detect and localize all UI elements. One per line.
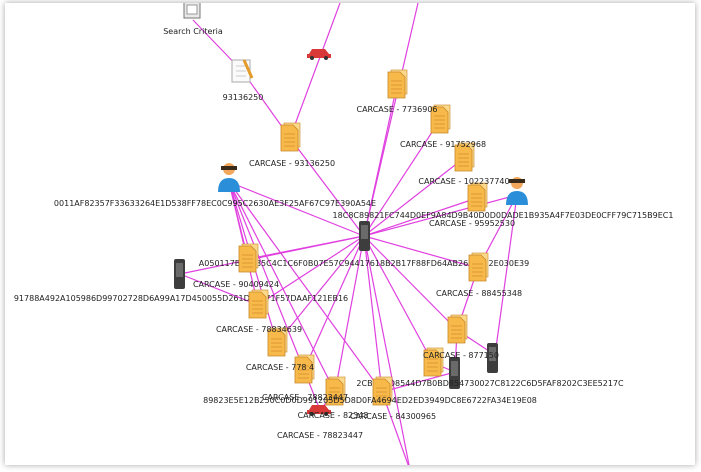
document-icon[interactable] — [468, 252, 489, 282]
document-icon[interactable] — [325, 376, 346, 406]
person-id-label: 18C8C89821FC744D0EF9A84D9B40D0D0DADE1B93… — [333, 211, 674, 220]
phone-id-label: 2CB1EDD8544D7B0BD854730027C8122C6D5FAF82… — [356, 379, 624, 388]
case-label: CARCASE - 90409424 — [193, 280, 279, 289]
document-icon[interactable] — [423, 347, 444, 377]
graph-edge — [363, 235, 410, 465]
graph-edge — [363, 235, 383, 393]
graph-edge — [179, 273, 259, 306]
person-id-label: 0011AF82357F33633264E1D538FF78EC0C995C26… — [54, 199, 376, 208]
search-criteria-icon — [183, 3, 201, 19]
graph-edge — [276, 235, 365, 344]
phone-icon[interactable] — [487, 343, 498, 373]
note-node-93136250[interactable]: 93136250 — [223, 59, 264, 102]
case-label: CARCASE - 78834639 — [216, 325, 302, 334]
phone-id-label: 89823E5E12B250C0D0D991205D5D8D0FA4694ED2… — [203, 396, 537, 405]
graph-edge — [334, 235, 365, 393]
car-icon[interactable] — [307, 405, 331, 416]
case-label: CARCASE - 82343 — [298, 411, 369, 420]
graph-edge — [289, 137, 365, 237]
case-label: CARCASE - 91752968 — [400, 140, 486, 149]
case-label: CARCASE - 102237740 — [418, 177, 509, 186]
graph-edge — [228, 181, 336, 393]
person-icon[interactable] — [506, 177, 528, 205]
document-icon[interactable] — [447, 314, 468, 344]
case-label: CARCASE - 78823447 — [277, 431, 363, 440]
graph-edge — [363, 197, 478, 237]
graph-edge — [228, 181, 383, 393]
case-label: CARCASE - 7736906 — [356, 105, 437, 114]
case-label: CARCASE - 84300965 — [350, 412, 436, 421]
graph-edge — [363, 84, 398, 237]
graph-edge — [363, 235, 458, 331]
document-icon[interactable] — [248, 289, 269, 319]
person-icon[interactable] — [218, 163, 240, 192]
document-icon[interactable] — [267, 327, 288, 357]
case-label: CARCASE - 877150 — [423, 351, 499, 360]
document-icon[interactable] — [467, 182, 488, 212]
document-icon[interactable] — [294, 354, 315, 384]
graph-edge — [381, 371, 456, 393]
document-icon[interactable] — [430, 104, 451, 134]
link-analysis-graph[interactable]: Search Criteria 93136250 — [5, 3, 695, 465]
graph-edge — [363, 157, 465, 237]
note-pencil-icon — [231, 59, 254, 83]
note-label: 93136250 — [223, 93, 264, 102]
phone-id-label: 91788A492A105986D99702728D6A99A17D450055… — [14, 294, 348, 303]
case-label: CARCASE - 78823447 — [262, 393, 348, 402]
search-criteria-label: Search Criteria — [163, 27, 223, 36]
graph-edge — [363, 235, 434, 364]
case-label: CARCASE - 778 4 — [246, 363, 314, 372]
case-label: CARCASE - 88455348 — [436, 289, 522, 298]
graph-canvas[interactable]: Search Criteria 93136250 — [5, 3, 695, 465]
graph-edge — [228, 181, 365, 237]
phone-icon[interactable] — [359, 221, 370, 251]
document-icon[interactable] — [372, 376, 393, 406]
graph-edge — [257, 235, 365, 306]
graph-edges — [179, 3, 518, 465]
phone-icon[interactable] — [174, 259, 185, 289]
graph-edge — [228, 181, 305, 371]
graph-edge — [363, 235, 479, 269]
document-icon[interactable] — [238, 243, 259, 273]
graph-nodes[interactable]: Search Criteria 93136250 — [14, 3, 674, 440]
graph-edge — [179, 235, 365, 275]
graph-edge — [363, 194, 518, 237]
graph-edge — [303, 235, 365, 371]
graph-edge — [363, 119, 441, 237]
phone-id-label: A050117B912B5C4C1C6F0B07E57C94417618B2B1… — [199, 259, 529, 268]
document-icon[interactable] — [387, 69, 408, 99]
graph-edge — [289, 3, 341, 139]
case-document-icons[interactable] — [238, 69, 489, 406]
phone-icon[interactable] — [449, 357, 460, 389]
graph-edge — [494, 194, 518, 356]
document-icon[interactable] — [454, 142, 475, 172]
document-icon[interactable] — [280, 122, 301, 152]
case-label: CARCASE - 95952530 — [429, 219, 515, 228]
case-label: CARCASE - 93136250 — [249, 159, 335, 168]
graph-edge — [228, 181, 259, 306]
search-criteria-node[interactable]: Search Criteria — [163, 3, 223, 36]
car-icon[interactable] — [307, 49, 331, 60]
